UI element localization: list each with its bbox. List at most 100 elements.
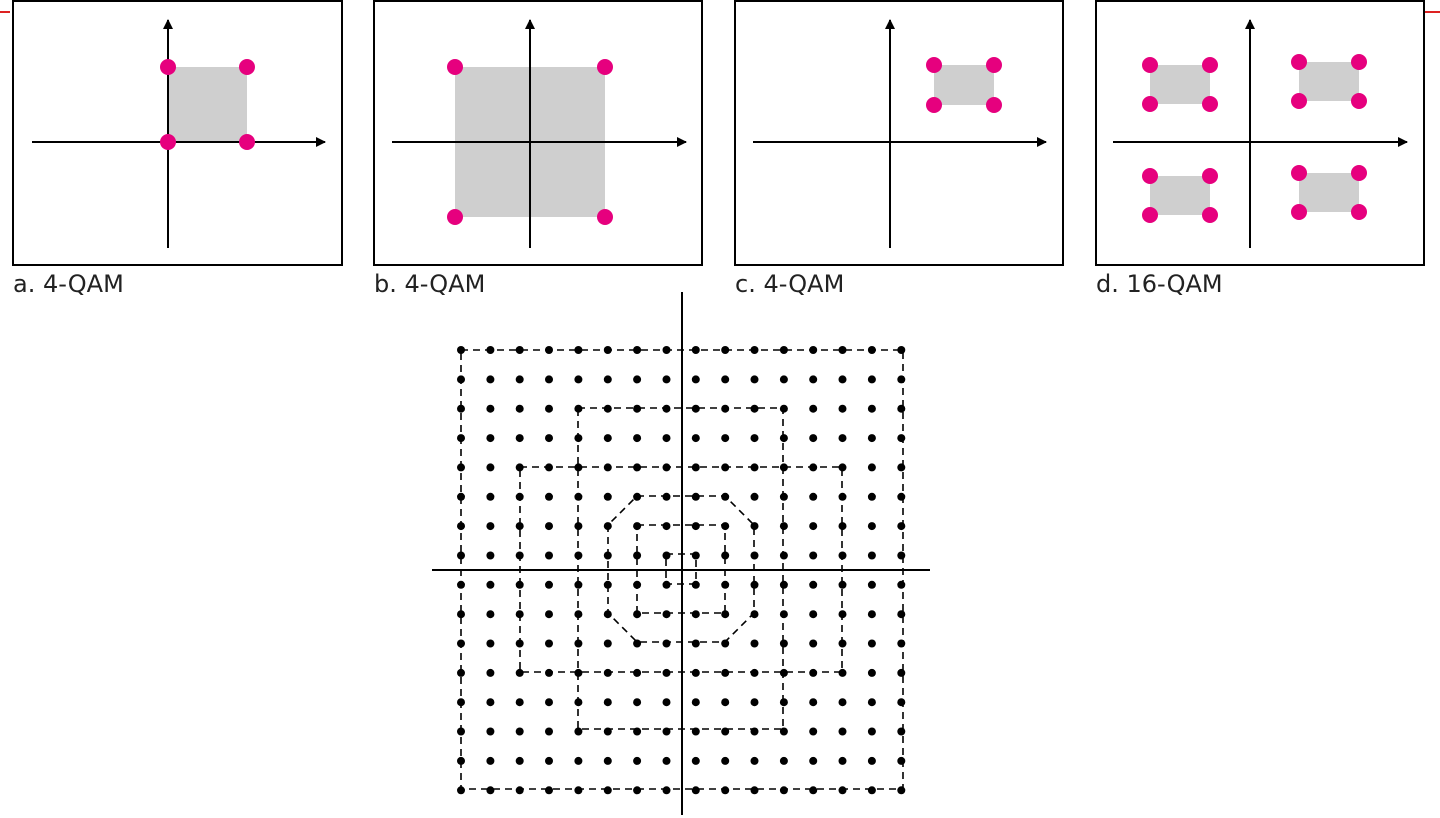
panel-d-region-q1 [1299,62,1359,101]
lattice-dot [662,463,671,472]
constellation-point [1142,168,1158,184]
lattice-dot [633,756,642,765]
lattice-dot [486,668,495,677]
constellation-point [1202,168,1218,184]
lattice-dot [574,522,583,531]
panel-d-label: d. 16-QAM [1096,270,1223,298]
lattice-dot [838,610,847,619]
lattice-dot [633,434,642,443]
panel-d: d. 16-QAM [1095,0,1425,298]
constellation-point [447,59,463,75]
lattice-dot [721,727,730,736]
lattice-dot [779,551,788,560]
lattice-dot [486,756,495,765]
lattice-dot [603,786,612,795]
lattice-dot [633,580,642,589]
panel-d-frame [1095,0,1425,266]
lattice-dot [633,375,642,384]
lattice-dot [574,698,583,707]
lattice-dot [545,580,553,589]
constellation-point [160,59,176,75]
lattice-dot [691,698,700,707]
lattice-dot [721,463,730,472]
lattice-dot [897,610,906,619]
lattice-dot [867,727,876,736]
lattice-dot [809,698,818,707]
lattice-dot [603,551,612,560]
lattice-dot [691,375,700,384]
lattice-dot [779,375,788,384]
lattice-dot [545,434,553,443]
lattice-dot [779,434,788,443]
lattice-dot [750,346,759,354]
lattice-dot [603,375,612,384]
lattice-dot [662,756,671,765]
lattice-dot [545,492,553,501]
lattice-dot [574,404,583,413]
lattice-dot [721,639,730,648]
lattice-dot [838,580,847,589]
lattice-dot [515,346,524,354]
lattice-dot [486,463,495,472]
lattice-dot [486,698,495,707]
lattice-dot [721,786,730,795]
lattice-diagram [432,292,930,815]
lattice-dot [838,786,847,795]
lattice-dot [486,492,495,501]
lattice-dot [486,375,495,384]
lattice-dot [574,668,583,677]
lattice-dot [721,580,730,589]
lattice-dot [633,346,642,354]
lattice-dot [662,404,671,413]
lattice-dot [721,434,730,443]
lattice-dot [867,434,876,443]
constellation-point [986,57,1002,73]
panel-a: a. 4-QAM [12,0,343,298]
lattice-dot [779,786,788,795]
boundary-ring-5 [636,524,726,614]
lattice-dot [897,639,906,648]
lattice-dot [545,463,553,472]
lattice-dot [779,727,788,736]
lattice-dot [603,756,612,765]
constellation-point [1351,165,1367,181]
lattice-dot [486,610,495,619]
lattice-dot [691,610,700,619]
lattice-dot [838,404,847,413]
lattice-dot [838,698,847,707]
lattice-dot [515,522,524,531]
lattice-dot [486,404,495,413]
constellation-point [1202,57,1218,73]
panel-b-frame [373,0,703,266]
boundary-ring-6 [665,553,697,585]
lattice-dot [897,756,906,765]
lattice-dot [515,610,524,619]
lattice-dot [545,551,553,560]
lattice-dot [515,375,524,384]
lattice-dot [867,610,876,619]
lattice-dot [603,639,612,648]
constellation-point [239,134,255,150]
lattice-dot [662,639,671,648]
lattice-dot [662,698,671,707]
lattice-dot [867,698,876,707]
lattice-dot [691,434,700,443]
lattice-dot [838,346,847,354]
lattice-dot [515,756,524,765]
lattice-dot [603,404,612,413]
lattice-dot [838,551,847,560]
lattice-dot [809,786,818,795]
lattice-dot [574,492,583,501]
lattice-dot [867,668,876,677]
lattice-dot [750,375,759,384]
lattice-dot [809,610,818,619]
lattice-dot [897,668,906,677]
lattice-dot [515,434,524,443]
lattice-dot [838,639,847,648]
lattice-dot [515,639,524,648]
panel-d-region-q4 [1299,173,1359,212]
constellation-point [1202,207,1218,223]
lattice-dot [809,522,818,531]
lattice-dot [457,404,465,413]
lattice-dot [603,668,612,677]
